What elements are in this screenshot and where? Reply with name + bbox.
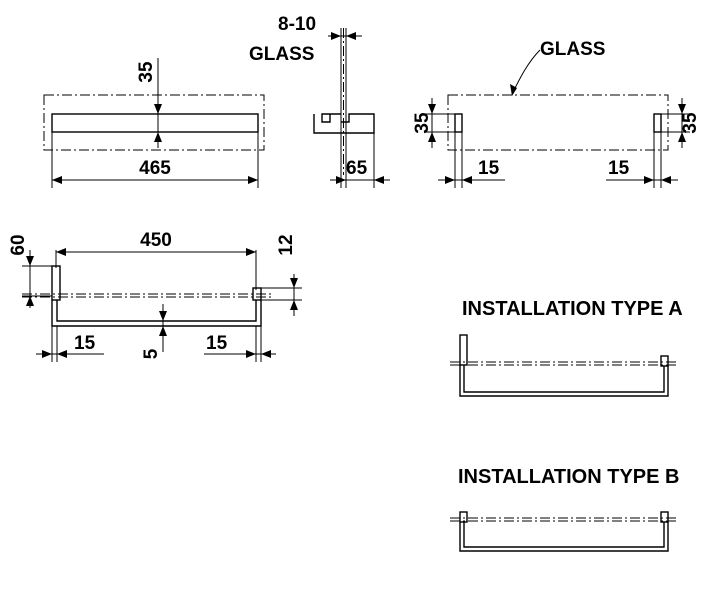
front-view-right-offset-dim: 15: [206, 333, 228, 354]
glass-hole-view: GLASS 35 35 15 15: [412, 39, 701, 188]
front-view-right-post-cap: [252, 287, 262, 301]
front-view: 60 450 12 5 15: [8, 230, 302, 362]
glass-leader-line: [511, 49, 541, 95]
glass-view-left-offset-dim: 15: [478, 158, 500, 179]
side-view-bracket: [313, 113, 375, 134]
install-b-title: INSTALLATION TYPE B: [458, 466, 679, 488]
top-view-bar: [51, 113, 259, 133]
front-view-top-dim: 12: [276, 234, 297, 255]
front-view-height-dim: 60: [8, 234, 29, 255]
top-view-glass-outline: [43, 94, 265, 151]
front-view-thickness-dim: 5: [141, 348, 162, 359]
front-view-span-dim: 450: [140, 230, 172, 251]
top-view-height-dim: 35: [136, 61, 157, 83]
installation-type-b: INSTALLATION TYPE B: [450, 466, 679, 552]
install-a-bar: [459, 365, 669, 397]
front-view-left-post-cap: [51, 265, 61, 301]
front-view-left-offset-dim: 15: [74, 333, 96, 354]
side-view-depth-dim: 65: [346, 158, 368, 179]
installation-type-a: INSTALLATION TYPE A: [450, 298, 683, 397]
side-view-thickness-dim: 8-10: [278, 14, 316, 35]
glass-view-right-offset-dim: 15: [608, 158, 630, 179]
top-view: 35 465: [43, 58, 265, 188]
glass-view-right-height-dim: 35: [680, 112, 701, 134]
side-view: 8-10 GLASS 65: [249, 14, 390, 188]
install-a-title: INSTALLATION TYPE A: [462, 298, 683, 320]
glass-view-glass-label: GLASS: [540, 39, 605, 60]
side-view-glass-label: GLASS: [249, 44, 314, 65]
glass-view-right-hole: [653, 113, 662, 133]
front-view-bar: [51, 300, 262, 327]
glass-view-left-hole: [454, 113, 463, 133]
install-b-bar: [459, 522, 669, 552]
glass-view-left-height-dim: 35: [412, 112, 433, 134]
top-view-length-dim: 465: [139, 158, 171, 179]
install-a-left-cap: [459, 334, 468, 366]
glass-view-outline: [447, 94, 669, 151]
